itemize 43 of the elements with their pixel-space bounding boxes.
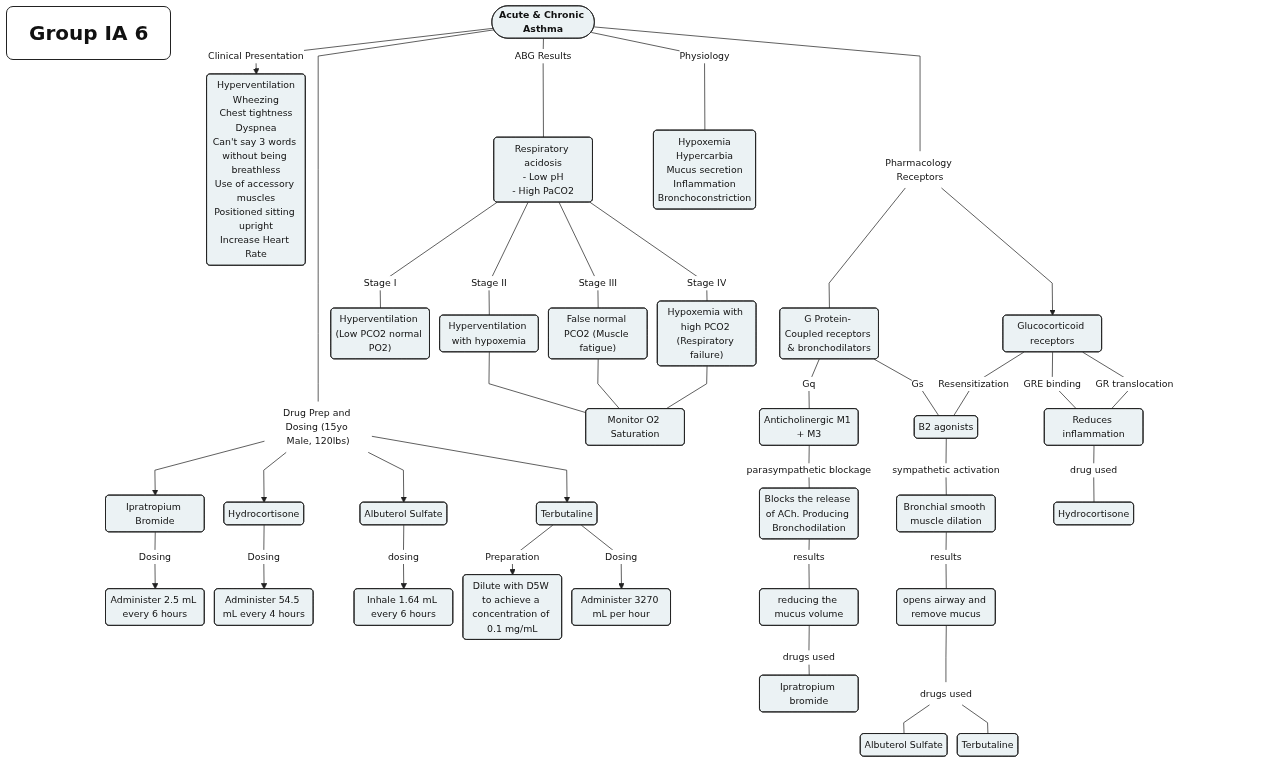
connector — [558, 202, 599, 309]
edge-label: Gq — [802, 378, 816, 389]
connector — [961, 704, 989, 735]
node-text: drugs used — [919, 687, 972, 699]
edge-label: parasympathetic blockage — [746, 464, 872, 476]
edge-label: drugs used — [782, 651, 835, 663]
edge-label: GR translocation — [1095, 378, 1174, 389]
edge-label: sympathetic activation — [892, 464, 1000, 476]
connector — [488, 351, 587, 414]
edge-label: Dosing — [604, 551, 638, 562]
edge-label: GRE binding — [1023, 378, 1082, 389]
connector — [945, 625, 947, 683]
edge-label: ABG Results — [514, 50, 572, 62]
edge-label: Stage I — [363, 277, 397, 289]
node-text: Pharmacology Receptors — [885, 156, 952, 182]
connector — [808, 358, 820, 410]
connector — [597, 358, 620, 410]
edge-label: Physiology — [679, 50, 730, 62]
edge-label: Gs — [911, 378, 924, 389]
connector — [903, 704, 930, 735]
edge-label: results — [793, 551, 825, 562]
edge-label: Dosing — [247, 551, 280, 562]
connector — [589, 201, 708, 302]
edge-label: Stage III — [578, 277, 617, 289]
connector — [379, 201, 498, 309]
edge-label: drug used — [1070, 464, 1118, 476]
edge-label: Resensitization — [938, 378, 1009, 389]
connector — [488, 202, 529, 316]
node-text: Drug Prep and Dosing (15yo Male, 120lbs) — [282, 407, 351, 447]
connector — [828, 187, 906, 309]
connector — [665, 365, 708, 410]
edge-label: Dosing — [138, 551, 172, 562]
edge-label: Stage II — [471, 277, 507, 289]
edge-label: dosing — [387, 551, 419, 562]
title: Group IA 6 — [6, 6, 172, 60]
connector — [593, 26, 921, 152]
connector — [317, 29, 495, 402]
edge-label: Clinical Presentation — [208, 50, 304, 62]
edge-label: Stage IV — [687, 277, 727, 289]
connector — [542, 38, 544, 138]
edge-label: Preparation — [485, 551, 540, 562]
connector — [873, 358, 940, 417]
edge-label: results — [930, 551, 962, 562]
